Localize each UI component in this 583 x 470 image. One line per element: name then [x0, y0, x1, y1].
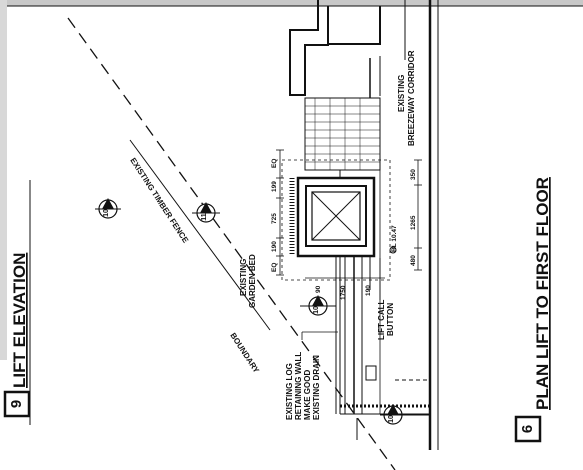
- existing-timber-fence-label: EXISTING TIMBER FENCE: [128, 156, 190, 245]
- svg-text:10: 10: [313, 306, 320, 314]
- svg-text:EXISTING LOG: EXISTING LOG: [285, 363, 294, 420]
- svg-text:11: 11: [201, 213, 208, 221]
- dimensions-lower: 90 1750 190: [305, 277, 385, 300]
- svg-text:10: 10: [388, 415, 395, 423]
- dim-190: 190: [271, 241, 278, 252]
- plan-title: PLAN LIFT TO FIRST FLOOR: [533, 177, 552, 410]
- svg-text:EXISTING: EXISTING: [397, 75, 406, 112]
- dimensions-left: EQ 199 725 190 EQ: [271, 149, 284, 276]
- lift-elevation-title-block: 9 LIFT ELEVATION: [3, 180, 31, 425]
- rl-level-marker: RL 10.47: [389, 225, 398, 254]
- svg-text:MAKE GOOD: MAKE GOOD: [303, 370, 312, 420]
- dim-90: 90: [315, 285, 322, 293]
- dim-199: 199: [271, 181, 278, 192]
- svg-text:LIFT CALL: LIFT CALL: [377, 299, 386, 340]
- svg-text:10: 10: [103, 209, 110, 217]
- dim-1265: 1265: [410, 215, 417, 230]
- elevation-title: LIFT ELEVATION: [10, 253, 29, 388]
- dim-725: 725: [271, 213, 278, 224]
- retaining-wall-note: EXISTING LOG RETAINING WALL MAKE GOOD EX…: [285, 331, 338, 420]
- svg-text:GARDEN BED: GARDEN BED: [248, 254, 257, 308]
- top-border-band: [0, 0, 583, 7]
- dim-350: 350: [410, 169, 417, 180]
- left-border-strip: [0, 0, 7, 360]
- breezeway-corridor-label: EXISTING BREEZEWAY CORRIDOR: [397, 50, 416, 146]
- dim-eq-bottom: EQ: [271, 263, 278, 272]
- svg-text:EXISTING DRAIN: EXISTING DRAIN: [312, 355, 321, 420]
- dim-1750: 1750: [340, 285, 347, 300]
- stair-hatch: [305, 98, 380, 170]
- svg-text:EXISTING: EXISTING: [239, 259, 248, 296]
- access-path: [335, 256, 377, 414]
- plan-number-box: [514, 415, 542, 443]
- svg-text:BREEZEWAY CORRIDOR: BREEZEWAY CORRIDOR: [407, 50, 416, 146]
- lift-call-button-label: LIFT CALL BUTTON: [377, 258, 395, 340]
- dim-190b: 190: [365, 285, 372, 296]
- boundary-label: BOUNDARY: [228, 331, 261, 375]
- section-callout-10-bottom: 10: [380, 404, 430, 425]
- timber-fence-line: [129, 139, 271, 331]
- plan-title-block: 6 PLAN LIFT TO FIRST FLOOR: [514, 177, 552, 443]
- existing-garden-bed-label: EXISTING GARDEN BED: [239, 254, 257, 308]
- svg-text:RETAINING WALL: RETAINING WALL: [294, 352, 303, 420]
- svg-text:BUTTON: BUTTON: [386, 303, 395, 336]
- lift-shaft: [289, 176, 376, 258]
- plan-number: 6: [519, 425, 536, 433]
- svg-text:RL 10.47: RL 10.47: [391, 225, 398, 252]
- dimensions-right: 350 1265 480: [410, 159, 422, 271]
- elevation-number: 9: [8, 400, 25, 408]
- dim-eq-top: EQ: [271, 159, 278, 168]
- existing-building-outline: [289, 0, 439, 450]
- dim-480: 480: [410, 255, 417, 266]
- lift-pit-outline: [281, 159, 391, 281]
- section-callout-10-left: 10: [95, 198, 121, 219]
- section-callout-11: 11: [192, 202, 220, 223]
- section-callout-10-middle: 10: [300, 295, 336, 316]
- elevation-number-box: [3, 390, 31, 418]
